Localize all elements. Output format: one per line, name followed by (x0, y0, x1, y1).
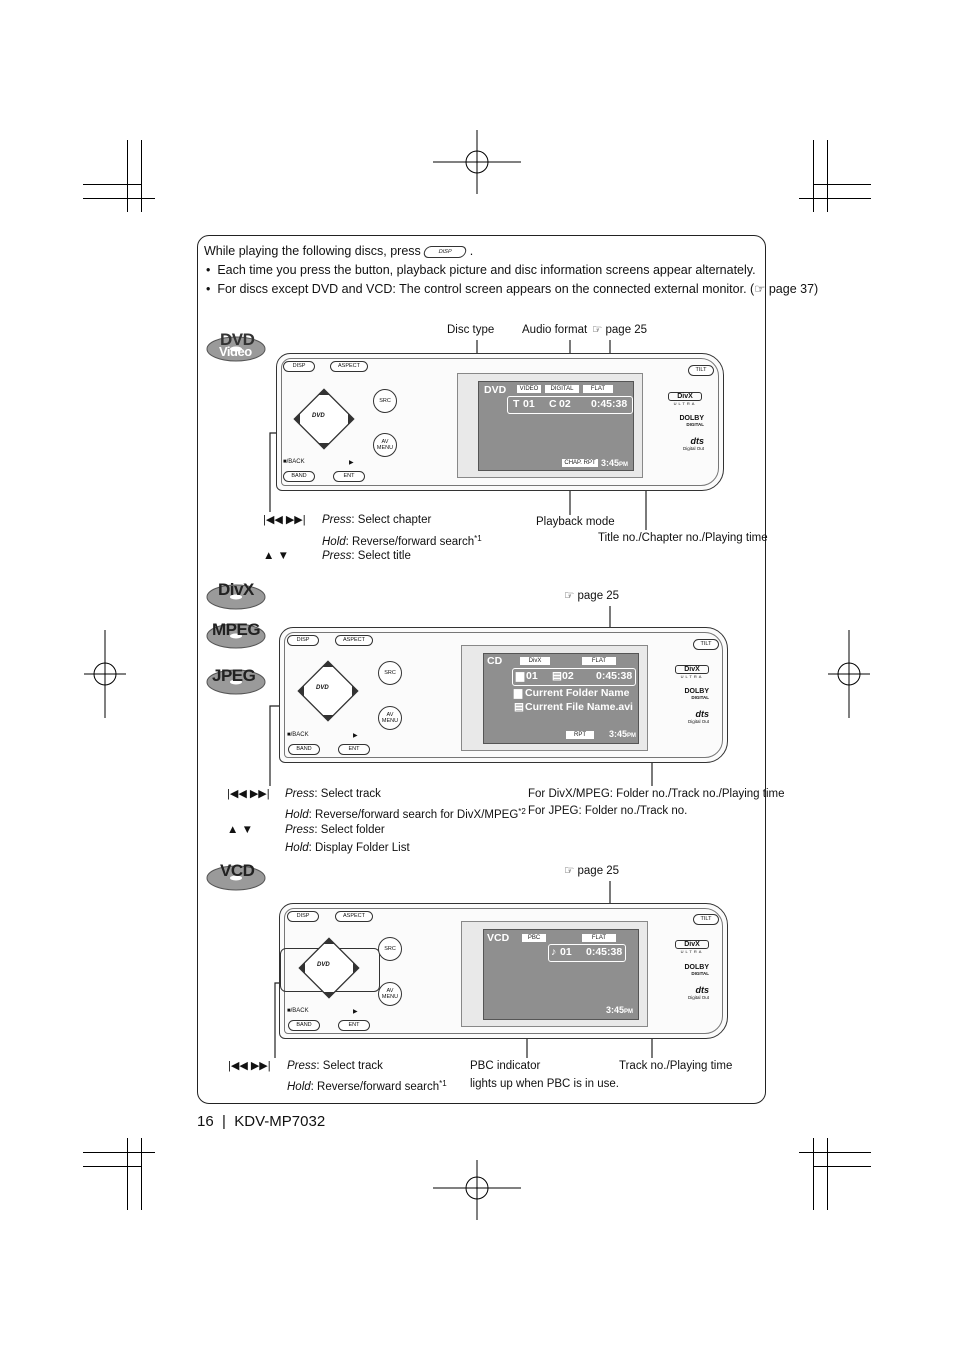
footer-separator: | (222, 1113, 226, 1130)
callout-pbc-note: lights up when PBC is in use. (470, 1078, 619, 1090)
dvd-skip-press: Press: Select chapter (322, 514, 432, 526)
folder-icon: ▆ (516, 670, 525, 682)
ent-button[interactable]: ENT (333, 471, 365, 482)
intro-line: While playing the following discs, press… (204, 244, 474, 258)
divx-ultra-logo: DivX ULTRA (675, 940, 709, 954)
aspect-button[interactable]: ASPECT (330, 361, 368, 372)
disc-icon (206, 336, 266, 362)
model-name: KDV-MP7032 (234, 1113, 326, 1130)
disc-icon (206, 669, 266, 695)
callout-page-25: ☞ page 25 (564, 590, 620, 602)
dvd-logo: DVD (312, 413, 325, 419)
vcd-skip-hold: Hold: Reverse/forward search*1 (287, 1079, 447, 1093)
dpad-icon (298, 937, 360, 999)
folder-icon: ▆ (514, 687, 523, 699)
vcd-display: VCD PBC FLAT ♪ 01 0:45:38 3:45PM (483, 929, 639, 1020)
play-label: ▶ (353, 1009, 358, 1015)
divx-ultra-logo: DivX ULTRA (675, 665, 709, 679)
band-button[interactable]: BAND (288, 1020, 320, 1031)
callout-pbc-indicator: PBC indicator (470, 1060, 541, 1072)
play-label: ▶ (353, 733, 358, 739)
tilt-button[interactable]: TILT (693, 914, 719, 925)
skip-keys: |◀◀ ▶▶| (263, 514, 306, 526)
intro-bullet-2: • For discs except DVD and VCD: The cont… (206, 282, 819, 296)
dvd-skip-hold: Hold: Reverse/forward search*1 (322, 534, 482, 548)
mpeg-disc-logo: MPEG (206, 620, 266, 650)
dpad-icon (293, 388, 355, 450)
dvd-updown-press: Press: Select title (322, 550, 411, 562)
ent-button[interactable]: ENT (338, 1020, 370, 1031)
vcd-disc-logo: VCD (206, 861, 266, 892)
dpad[interactable]: DVD (290, 653, 366, 729)
intro-bullet-1: • Each time you press the button, playba… (206, 263, 756, 277)
updown-keys: ▲ ▼ (227, 824, 253, 836)
callout-title-chapter-time: Title no./Chapter no./Playing time (598, 532, 768, 544)
file-icon: ▤ (552, 670, 562, 682)
dvd-video-disc-logo: DVD Video (206, 330, 266, 363)
callout-jpeg-info: For JPEG: Folder no./Track no. (528, 805, 688, 817)
aspect-button[interactable]: ASPECT (335, 911, 373, 922)
src-button[interactable]: SRC (373, 389, 397, 413)
dpad-icon (297, 660, 359, 722)
disc-icon (206, 623, 266, 649)
disp-button[interactable]: DISP (287, 635, 319, 646)
callout-disc-type: Disc type (447, 324, 495, 336)
updown-keys: ▲ ▼ (263, 550, 289, 562)
callout-page-25: ☞ page 25 (564, 865, 620, 877)
dvd-logo: DVD (316, 685, 329, 691)
src-button[interactable]: SRC (378, 661, 402, 685)
disc-icon (206, 865, 266, 891)
divx-updown-hold: Hold: Display Folder List (285, 842, 410, 854)
back-label: ■/BACK (287, 732, 309, 738)
callout-playback-mode: Playback mode (536, 516, 615, 528)
file-icon: ▤ (514, 701, 524, 713)
page-footer: 16 | KDV-MP7032 (197, 1112, 325, 1132)
dpad[interactable]: DVD (291, 930, 367, 1006)
dpad[interactable]: DVD (286, 381, 362, 457)
vcd-skip-press: Press: Select track (287, 1060, 383, 1072)
divx-skip-press: Press: Select track (285, 788, 381, 800)
content-frame (197, 235, 766, 1104)
callout-track-time: Track no./Playing time (619, 1060, 733, 1072)
band-button[interactable]: BAND (288, 744, 320, 755)
jpeg-disc-logo: JPEG (206, 666, 266, 696)
dvd-display: DVD VIDEO DIGITAL FLAT T 01 C 02 0:45:38… (478, 381, 634, 471)
disp-button-icon: DISP (422, 245, 468, 258)
disp-button[interactable]: DISP (283, 361, 315, 372)
skip-keys: |◀◀ ▶▶| (227, 788, 270, 800)
back-label: ■/BACK (283, 459, 305, 465)
divx-disc-logo: DivX (206, 580, 266, 610)
back-label: ■/BACK (287, 1008, 309, 1014)
play-label: ▶ (349, 460, 354, 466)
ent-button[interactable]: ENT (338, 744, 370, 755)
callout-page-25: ☞ page 25 (592, 324, 648, 336)
callout-folder-track-time: For DivX/MPEG: Folder no./Track no./Play… (528, 788, 785, 800)
divx-display: CD DivX FLAT ▆ 01 ▤ 02 0:45:38 ▆ Current… (483, 653, 639, 744)
aspect-button[interactable]: ASPECT (335, 635, 373, 646)
divx-ultra-logo: DivX ULTRA (668, 392, 702, 406)
src-button[interactable]: SRC (378, 937, 402, 961)
disc-icon (206, 584, 266, 610)
divx-skip-hold: Hold: Reverse/forward search for DivX/MP… (285, 807, 526, 821)
tilt-button[interactable]: TILT (688, 365, 714, 376)
skip-keys: |◀◀ ▶▶| (228, 1060, 271, 1072)
tilt-button[interactable]: TILT (693, 639, 719, 650)
dvd-logo: DVD (317, 962, 330, 968)
page-number: 16 (197, 1113, 214, 1130)
band-button[interactable]: BAND (283, 471, 315, 482)
callout-audio-format: Audio format (522, 324, 588, 336)
divx-updown-press: Press: Select folder (285, 824, 385, 836)
disp-button[interactable]: DISP (287, 911, 319, 922)
